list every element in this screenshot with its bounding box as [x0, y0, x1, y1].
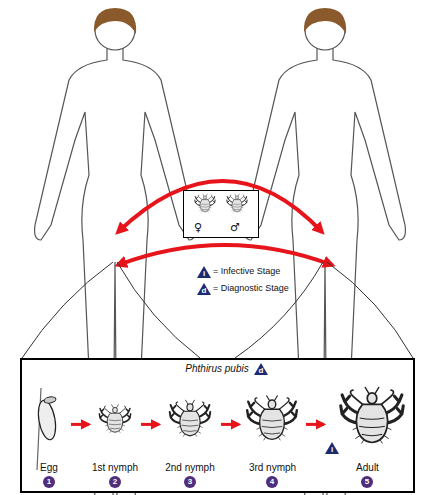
- sex-symbol: ♀: [194, 222, 202, 234]
- second-nymph-illustration: [170, 400, 210, 436]
- hair-shaft: [37, 388, 41, 470]
- transmission-arrow: [118, 245, 332, 265]
- stage-arrow: [306, 423, 324, 426]
- stage-label: 1st nymph: [80, 462, 150, 474]
- stage-node: iAdult 5: [325, 382, 410, 488]
- louse-male: [227, 194, 247, 212]
- stage-label: Egg: [28, 462, 70, 474]
- callout-number: 4: [266, 476, 278, 488]
- panel-background: [20, 358, 415, 493]
- legend-text: = Infective Stage: [213, 265, 280, 277]
- egg-operculum: [44, 396, 57, 404]
- stage-arrow: [141, 423, 159, 426]
- egg-illustration: [36, 399, 59, 441]
- inset-background: [183, 190, 259, 238]
- legend-text: = Diagnostic Stage: [213, 282, 289, 294]
- inset-box: ♀♂: [183, 190, 259, 238]
- stage-label: 2nd nymph: [155, 462, 225, 474]
- stage-marker: d: [197, 283, 211, 295]
- stage-label: Adult: [325, 462, 410, 474]
- louse-female: [195, 194, 215, 212]
- callout-number: 3: [184, 476, 196, 488]
- species-title: Phthirus pubis: [169, 363, 265, 375]
- stage-node: 3rd nymph 4: [240, 382, 305, 488]
- life-cycle-panel: Phthirus pubisdEgg11st nymph22nd nymph33…: [20, 358, 415, 493]
- stage-marker: i: [197, 266, 211, 278]
- stage-marker: i: [325, 442, 339, 454]
- first-nymph-illustration: [99, 405, 130, 433]
- stage-arrow: [71, 423, 89, 426]
- sex-symbol: ♂: [230, 222, 240, 234]
- callout-number: 1: [43, 476, 55, 488]
- stage-marker: d: [254, 363, 268, 375]
- stage-label: 3rd nymph: [237, 462, 308, 474]
- stage-arrow: [221, 423, 239, 426]
- stage-node: Egg 1: [28, 382, 70, 488]
- stage-node: 2nd nymph3: [160, 382, 220, 488]
- third-nymph-illustration: [247, 396, 297, 440]
- callout-number: 5: [361, 476, 373, 488]
- adult-illustration: [341, 387, 404, 443]
- magnifier-line: [22, 262, 413, 358]
- callout-number: 2: [109, 476, 121, 488]
- stage-node: 1st nymph2: [90, 382, 140, 488]
